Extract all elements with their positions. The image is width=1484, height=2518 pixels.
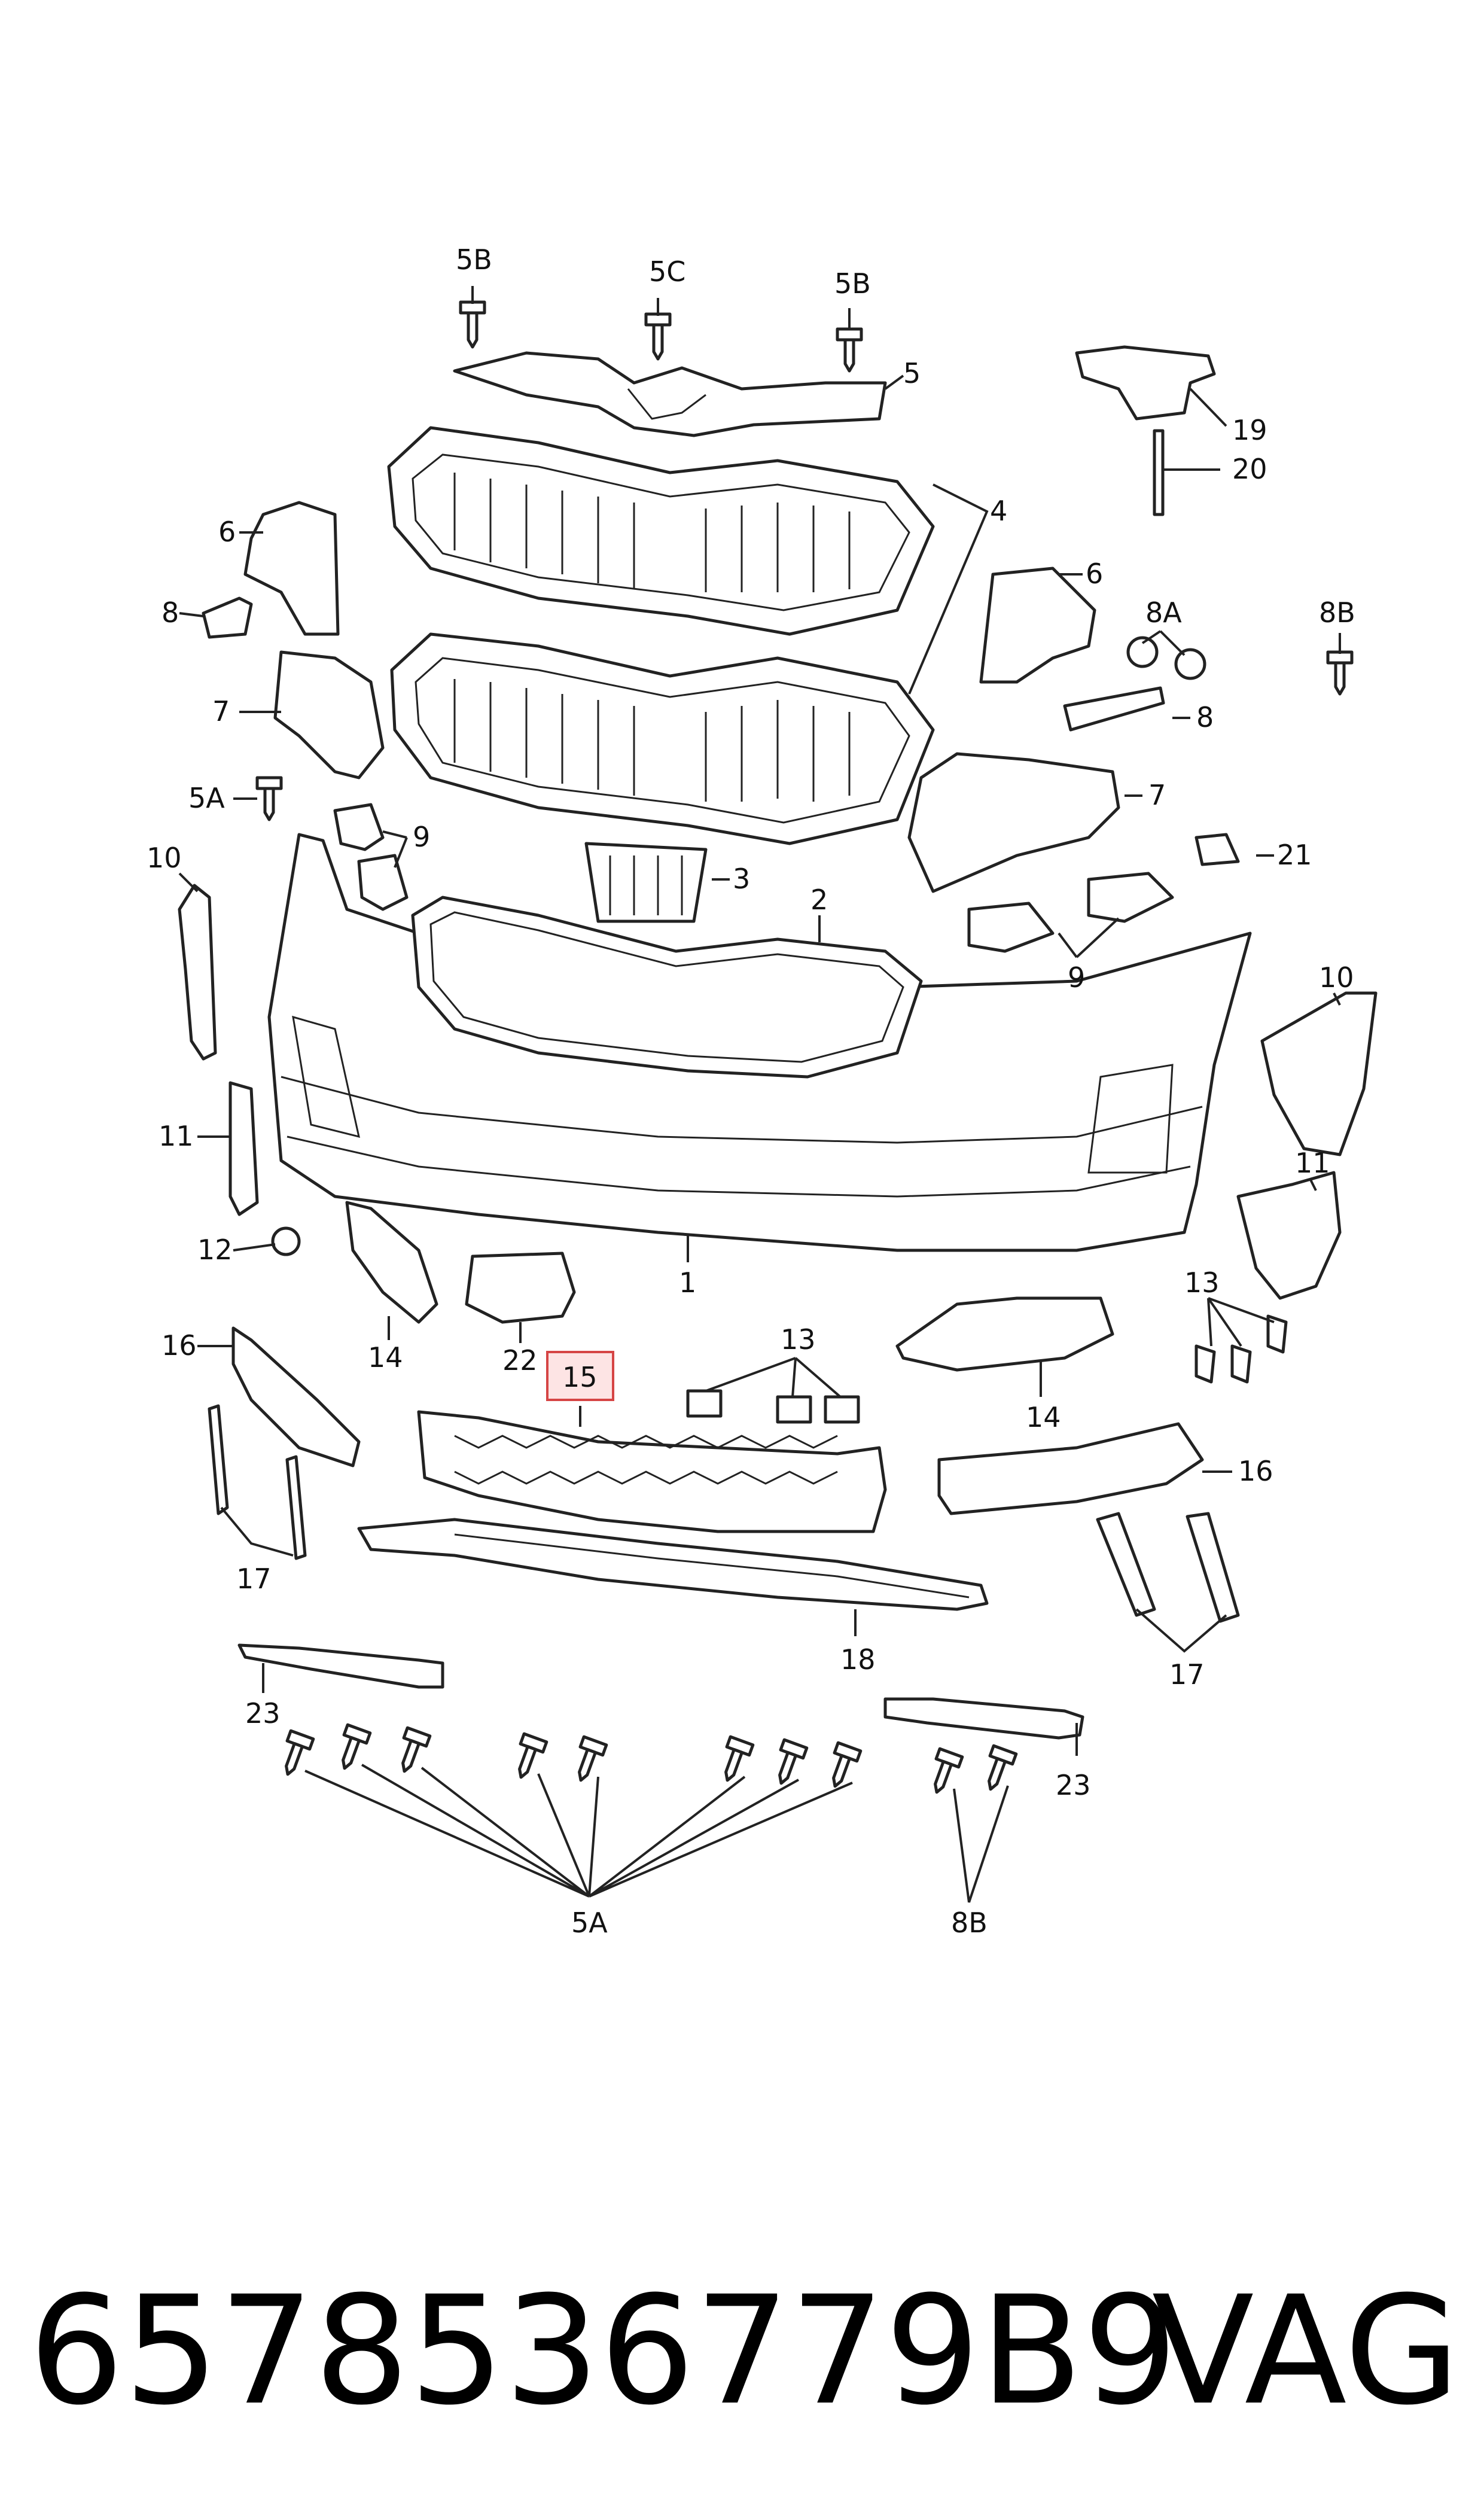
strip-18 xyxy=(357,1518,989,1611)
label-8-left: 8 xyxy=(161,596,179,629)
bracket-11-right xyxy=(1236,1171,1342,1300)
clip-8a xyxy=(1126,636,1206,680)
label-16-left: 16 xyxy=(161,1329,197,1362)
screw-5b-left xyxy=(459,300,486,349)
trim-23-left xyxy=(237,1643,444,1689)
cover-9-right-b xyxy=(1087,872,1174,923)
label-11-left: 11 xyxy=(159,1120,194,1152)
upper-bracket-5 xyxy=(453,351,887,437)
grille-4-upper xyxy=(387,426,935,636)
clip-12 xyxy=(271,1226,301,1256)
label-21: 21 xyxy=(1277,839,1312,871)
parts-exploded-diagram: 5B 5C 5B 5 19 20 4 6 6 8 8A 8B 7 8 5A 9 … xyxy=(147,243,1378,1939)
label-6-left: 6 xyxy=(218,516,236,548)
frame-2 xyxy=(411,896,923,1079)
clips-13-center xyxy=(686,1389,860,1424)
label-20: 20 xyxy=(1232,453,1267,485)
footer: 6578536779B9 VAG xyxy=(0,2261,1484,2441)
bracket-7-left xyxy=(273,650,385,780)
grille-4-lower xyxy=(390,632,935,845)
part-labels: 5B 5C 5B 5 19 20 4 6 6 8 8A 8B 7 8 5A 9 … xyxy=(147,243,1355,1939)
label-3: 3 xyxy=(733,863,750,895)
grille-16-left xyxy=(231,1326,361,1467)
label-23-left: 23 xyxy=(245,1697,281,1730)
cover-9-left-a xyxy=(333,803,385,851)
label-5: 5 xyxy=(903,357,921,389)
screw-5b-right xyxy=(836,327,863,373)
label-11-right: 11 xyxy=(1295,1147,1330,1179)
screw-5c xyxy=(644,312,672,361)
label-18: 18 xyxy=(840,1643,876,1676)
bracket-10-left xyxy=(178,884,217,1061)
label-13-right: 13 xyxy=(1184,1266,1220,1299)
label-14-right: 14 xyxy=(1026,1401,1061,1433)
label-5a-bottom: 5A xyxy=(571,1907,608,1939)
label-2: 2 xyxy=(810,884,828,916)
bracket-10-right xyxy=(1260,991,1378,1156)
label-8b-bottom: 8B xyxy=(951,1907,988,1939)
bracket-22 xyxy=(465,1252,576,1324)
trim-8-right xyxy=(1063,686,1165,732)
label-5b-left: 5B xyxy=(456,243,492,276)
label-12: 12 xyxy=(197,1234,233,1266)
grille-16-right xyxy=(937,1422,1204,1515)
trim-21 xyxy=(1194,833,1240,866)
label-8-right: 8 xyxy=(1196,701,1214,733)
leader-lines xyxy=(178,286,1341,1903)
pin-20 xyxy=(1153,429,1165,516)
trim-23-right xyxy=(883,1697,1084,1740)
label-16-right: 16 xyxy=(1238,1455,1273,1487)
trim-14-right xyxy=(895,1296,1114,1372)
cover-9-left-b xyxy=(357,854,409,911)
label-23-right: 23 xyxy=(1056,1769,1091,1801)
label-9-left: 9 xyxy=(413,821,430,853)
strip-17-left-a xyxy=(208,1404,229,1515)
strip-17-right-b xyxy=(1186,1512,1240,1623)
part-number: 6578536779B9 xyxy=(29,2264,1178,2438)
label-19: 19 xyxy=(1232,414,1267,446)
label-8a: 8A xyxy=(1145,596,1182,629)
clips-13-right xyxy=(1194,1314,1288,1384)
bracket-6-right xyxy=(979,567,1096,684)
screws-8b-bottom xyxy=(934,1744,1018,1794)
label-22: 22 xyxy=(502,1344,538,1377)
label-8b-top: 8B xyxy=(1319,596,1355,629)
label-10-left: 10 xyxy=(147,842,182,874)
insert-3 xyxy=(584,842,708,923)
bracket-11-left xyxy=(228,1081,259,1216)
label-10-right: 10 xyxy=(1319,961,1354,994)
grille-15 xyxy=(417,1410,887,1533)
cover-9-right-a xyxy=(967,902,1055,953)
screw-5a-left xyxy=(255,776,283,821)
trim-8-left xyxy=(202,596,253,639)
label-6-right: 6 xyxy=(1086,558,1103,590)
label-15: 15 xyxy=(562,1361,598,1393)
strip-17-left-b xyxy=(285,1455,307,1560)
label-4: 4 xyxy=(990,495,1007,527)
label-13-center: 13 xyxy=(781,1323,816,1356)
label-17-right: 17 xyxy=(1169,1658,1205,1691)
label-14-left: 14 xyxy=(368,1341,403,1374)
label-9-right: 9 xyxy=(1068,961,1085,994)
highlight-box-15 xyxy=(546,1351,614,1401)
label-1: 1 xyxy=(679,1266,696,1299)
bracket-6-left xyxy=(243,501,340,636)
bracket-7-right xyxy=(907,752,1120,893)
label-7-right: 7 xyxy=(1148,779,1166,811)
screws-5a-bottom xyxy=(285,1723,863,1788)
label-5b-right: 5B xyxy=(834,267,871,300)
label-7-left: 7 xyxy=(212,695,230,727)
trim-14-left xyxy=(345,1201,438,1324)
strip-17-right-a xyxy=(1096,1512,1156,1617)
screw-8b-top xyxy=(1326,650,1354,696)
label-5a-left: 5A xyxy=(188,782,225,814)
label-5c: 5C xyxy=(649,255,685,288)
brand-name: VAG xyxy=(1151,2264,1460,2438)
label-17-left: 17 xyxy=(236,1563,272,1595)
bracket-19 xyxy=(1075,345,1216,421)
